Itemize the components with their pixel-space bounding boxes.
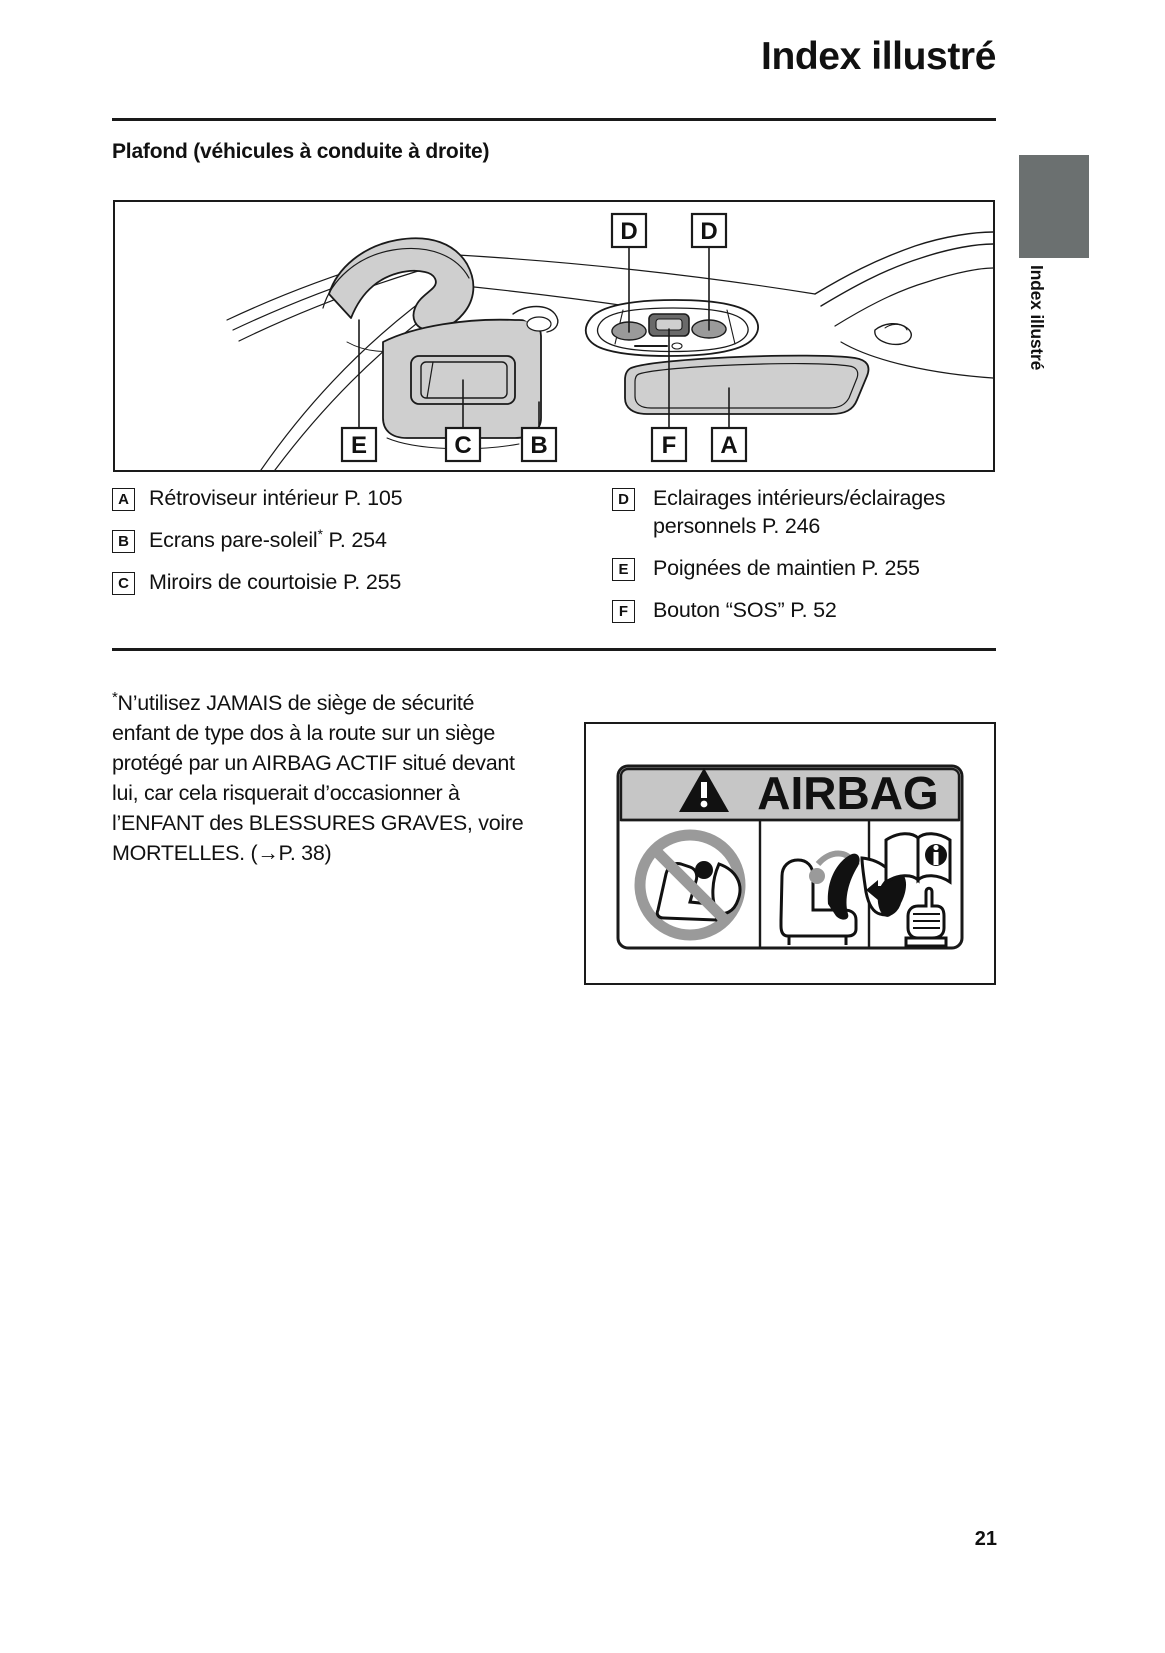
- page-title: Index illustré: [761, 35, 996, 78]
- legend-item-f: F Bouton “SOS” P. 52: [612, 596, 996, 624]
- ceiling-diagram-svg: D D E C B F: [226, 212, 993, 470]
- read-manual-icon: [884, 832, 952, 948]
- legend-label-c: Miroirs de courtoisie P. 255: [149, 570, 402, 594]
- legend-label-b-asterisk: *: [317, 525, 323, 542]
- svg-text:D: D: [620, 218, 637, 245]
- svg-text:E: E: [351, 432, 367, 459]
- svg-text:A: A: [720, 432, 737, 459]
- legend-item-e: E Poignées de maintien P. 255: [612, 554, 996, 582]
- airbag-label-svg: AIRBAG: [616, 764, 964, 950]
- callout-F: F: [650, 426, 688, 463]
- no-rear-facing-child-seat-icon: [634, 829, 746, 941]
- legend-label-e: Poignées de maintien P. 255: [653, 556, 920, 580]
- airbag-title-text: AIRBAG: [757, 767, 938, 819]
- svg-text:D: D: [700, 218, 717, 245]
- header-divider: [112, 118, 996, 121]
- callout-C: C: [444, 426, 482, 463]
- callout-D-1: D: [610, 212, 648, 249]
- section-heading: Plafond (véhicules à conduite à droite): [112, 140, 490, 163]
- legend-label-b-text: Ecrans pare-soleil: [149, 528, 318, 552]
- legend-tag-e: E: [612, 558, 635, 581]
- legend-tag-d: D: [612, 488, 635, 511]
- legend-tag-f: F: [612, 600, 635, 623]
- callout-D-2: D: [690, 212, 728, 249]
- sidebar-tab-label: Index illustré: [1027, 265, 1047, 371]
- svg-text:C: C: [454, 432, 471, 459]
- airbag-warning-note: *N’utilisez JAMAIS de siège de sécurité …: [112, 688, 532, 868]
- svg-text:F: F: [662, 432, 677, 459]
- footnote-asterisk: *: [112, 688, 118, 706]
- legend-tag-b: B: [112, 530, 135, 553]
- sidebar-tab-marker: [1019, 155, 1089, 258]
- legend-column-right: D Eclairages intérieurs/éclairages perso…: [554, 484, 996, 638]
- section-divider: [112, 648, 996, 651]
- airbag-label-figure: AIRBAG: [584, 722, 996, 985]
- legend-label-f: Bouton “SOS” P. 52: [653, 598, 837, 622]
- legend-item-b: B Ecrans pare-soleil* P. 254: [112, 526, 554, 554]
- ceiling-diagram-figure: D D E C B F: [113, 200, 995, 472]
- warning-triangle-icon: [679, 768, 729, 812]
- page-header: Index illustré: [112, 35, 996, 79]
- legend-label-b: Ecrans pare-soleil* P. 254: [149, 526, 387, 554]
- legend-label-b-page: P. 254: [322, 528, 387, 552]
- page-number: 21: [974, 1528, 997, 1550]
- airbag-warning-body: N’utilisez JAMAIS de siège de sécurité e…: [112, 691, 524, 865]
- legend-item-d: D Eclairages intérieurs/éclairages perso…: [612, 484, 996, 540]
- legend-tag-c: C: [112, 572, 135, 595]
- callout-A: A: [710, 426, 748, 463]
- callout-E: E: [340, 426, 378, 463]
- legend-item-a: A Rétroviseur intérieur P. 105: [112, 484, 554, 512]
- legend-label-a: Rétroviseur intérieur P. 105: [149, 486, 403, 510]
- legend-item-c: C Miroirs de courtoisie P. 255: [112, 568, 554, 596]
- legend-column-left: A Rétroviseur intérieur P. 105 B Ecrans …: [112, 484, 554, 638]
- legend: A Rétroviseur intérieur P. 105 B Ecrans …: [112, 484, 996, 638]
- legend-label-d: Eclairages intérieurs/éclairages personn…: [653, 486, 946, 538]
- svg-text:B: B: [530, 432, 547, 459]
- legend-tag-a: A: [112, 488, 135, 511]
- callout-B: B: [520, 426, 558, 463]
